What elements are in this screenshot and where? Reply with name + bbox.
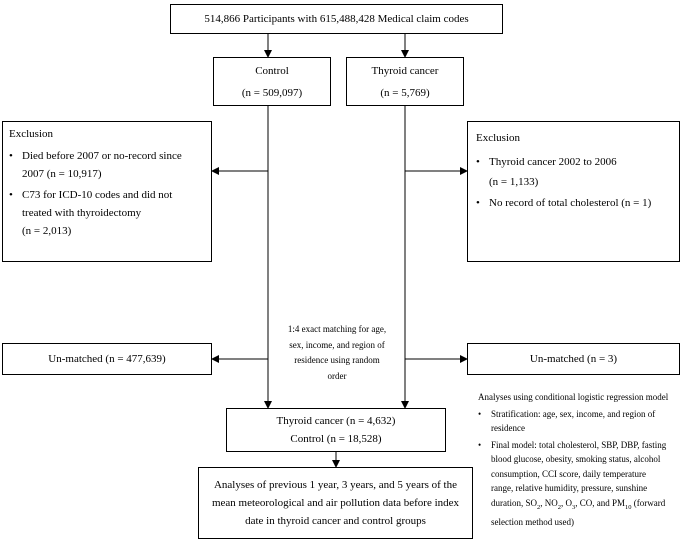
- participants-box: 514,866 Participants with 615,488,428 Me…: [170, 4, 503, 34]
- participants-text: 514,866 Participants with 615,488,428 Me…: [204, 13, 469, 25]
- regression-final-model: Final model: total cholesterol, SBP, DBP…: [478, 438, 682, 530]
- regression-stratification: Stratification: age, sex, income, and re…: [478, 407, 682, 436]
- control-label: Control: [255, 64, 289, 77]
- control-box: Control (n = 509,097): [213, 57, 331, 106]
- exclusion-right-item: No record of total cholesterol (n = 1): [476, 194, 671, 212]
- exclusion-right-item: Thyroid cancer 2002 to 2006 (n = 1,133): [476, 152, 671, 192]
- matched-control: Control (n = 18,528): [290, 433, 382, 445]
- matched-box: Thyroid cancer (n = 4,632) Control (n = …: [226, 408, 446, 452]
- unmatched-right-box: Un-matched (n = 3): [467, 343, 680, 375]
- matching-note: 1:4 exact matching for age, sex, income,…: [272, 322, 402, 384]
- exclusion-right-title: Exclusion: [476, 132, 520, 144]
- thyroid-label: Thyroid cancer: [371, 64, 439, 77]
- control-count: (n = 509,097): [241, 86, 303, 99]
- exclusion-left-item: C73 for ICD-10 codes and did not treated…: [9, 186, 205, 240]
- exclusion-right-box: Exclusion Thyroid cancer 2002 to 2006 (n…: [467, 121, 680, 262]
- unmatched-right-text: Un-matched (n = 3): [529, 353, 618, 365]
- thyroid-count: (n = 5,769): [380, 86, 430, 99]
- exclusion-left-title: Exclusion: [9, 128, 53, 140]
- analysis-box: Analyses of previous 1 year, 3 years, an…: [198, 467, 473, 539]
- exclusion-left-item: Died before 2007 or no-record since 2007…: [9, 147, 205, 183]
- thyroid-cancer-box: Thyroid cancer (n = 5,769): [346, 57, 464, 106]
- regression-note: Analyses using conditional logistic regr…: [478, 390, 682, 529]
- matched-thyroid: Thyroid cancer (n = 4,632): [276, 415, 396, 427]
- exclusion-left-box: Exclusion Died before 2007 or no-record …: [2, 121, 212, 262]
- unmatched-left-text: Un-matched (n = 477,639): [48, 353, 166, 365]
- regression-title: Analyses using conditional logistic regr…: [478, 392, 669, 402]
- unmatched-left-box: Un-matched (n = 477,639): [2, 343, 212, 375]
